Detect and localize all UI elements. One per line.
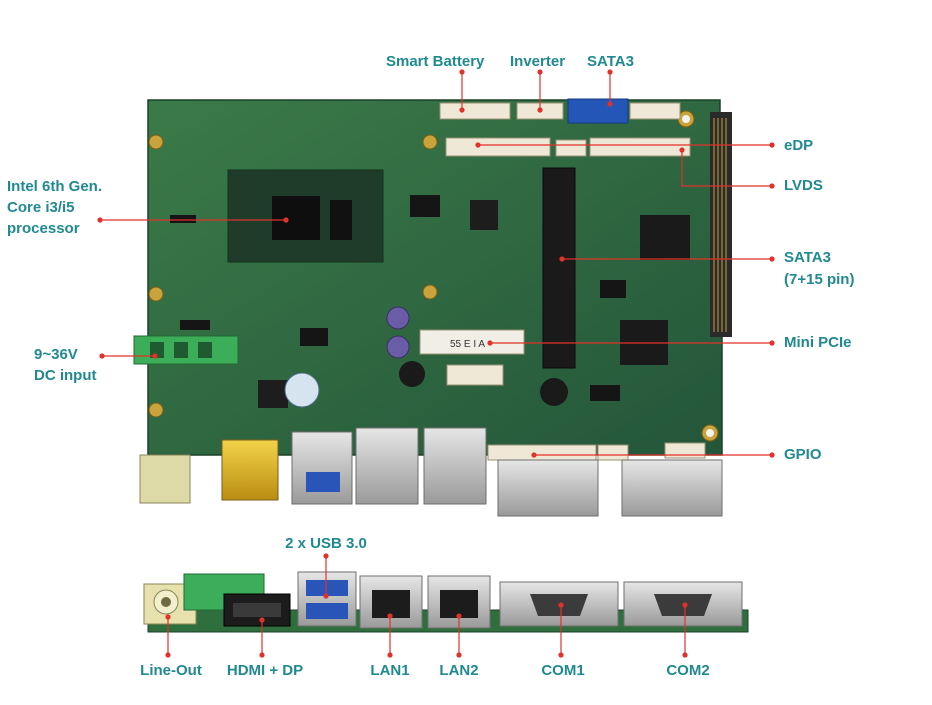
label-lan2: LAN2 [439,662,479,679]
callout-dot-mini-pcie-start [769,340,775,346]
callout-dot-cpu-end [283,217,289,223]
callout-dot-dc-input-start [99,353,105,359]
callout-dot-com1-start [558,652,564,658]
callout-dot-smart-battery-end [459,107,465,113]
label-sata3-right-line1: SATA3 [784,249,831,266]
label-inverter: Inverter [510,53,566,70]
label-lan1: LAN1 [370,662,410,679]
label-lvds: LVDS [784,177,823,194]
callout-dot-hdmi-dp-start [259,652,265,658]
board-top-view: 55 E I A [133,98,732,517]
callout-dot-com1-end [558,602,564,608]
label-smart-battery: Smart Battery [386,53,485,70]
callout-dot-lan2-end [456,613,462,619]
callout-dot-lvds-start [769,183,775,189]
callout-dot-lan1-end [387,613,393,619]
callout-dot-mini-pcie-end [487,340,493,346]
label-hdmi-dp: HDMI + DP [226,662,304,679]
label-cpu-line3: processor [7,220,80,237]
callout-dot-lan2-start [456,652,462,658]
label-edp: eDP [784,137,814,154]
label-dc-line1: 9~36V [34,346,78,363]
callout-dot-lan1-start [387,652,393,658]
label-com2: COM2 [666,662,710,679]
callout-dot-gpio-start [769,452,775,458]
callout-dot-sata3-right-end [559,256,565,262]
label-sata3-right-line2: (7+15 pin) [784,271,855,288]
callout-dot-usb-end [323,593,329,599]
callout-dot-usb-start [323,553,329,559]
label-com1: COM1 [541,662,585,679]
callout-dot-inverter-start [537,69,543,75]
rear-panel-view [143,571,749,633]
callout-dot-sata3-top-end [607,101,613,107]
callout-dot-smart-battery-start [459,69,465,75]
callout-dot-hdmi-dp-end [259,617,265,623]
label-mini-pcie: Mini PCIe [784,334,852,351]
callout-dot-edp-start [769,142,775,148]
callout-dot-dc-input-end [152,353,158,359]
label-gpio: GPIO [784,446,822,463]
callout-dot-line-out-start [165,652,171,658]
label-cpu-line1: Intel 6th Gen. [7,178,103,195]
callout-dot-sata3-right-start [769,256,775,262]
callout-dot-line-out-end [165,614,171,620]
label-line-out: Line-Out [140,662,202,679]
callout-dot-com2-end [682,602,688,608]
label-cpu-line2: Core i3/i5 [7,199,75,216]
label-dc-line2: DC input [34,367,97,384]
label-usb: 2 x USB 3.0 [285,535,367,552]
callout-dot-edp-end [475,142,481,148]
callout-line-lvds [681,150,772,187]
callout-lines [97,69,775,658]
minipcie-slot-marking: 55 E I A [450,339,485,350]
callout-dot-cpu-start [97,217,103,223]
callout-dot-sata3-top-start [607,69,613,75]
callout-dot-gpio-end [531,452,537,458]
callout-dot-lvds-end [679,147,685,153]
label-sata3-top: SATA3 [587,53,634,70]
callout-dot-com2-start [682,652,688,658]
callout-dot-inverter-end [537,107,543,113]
